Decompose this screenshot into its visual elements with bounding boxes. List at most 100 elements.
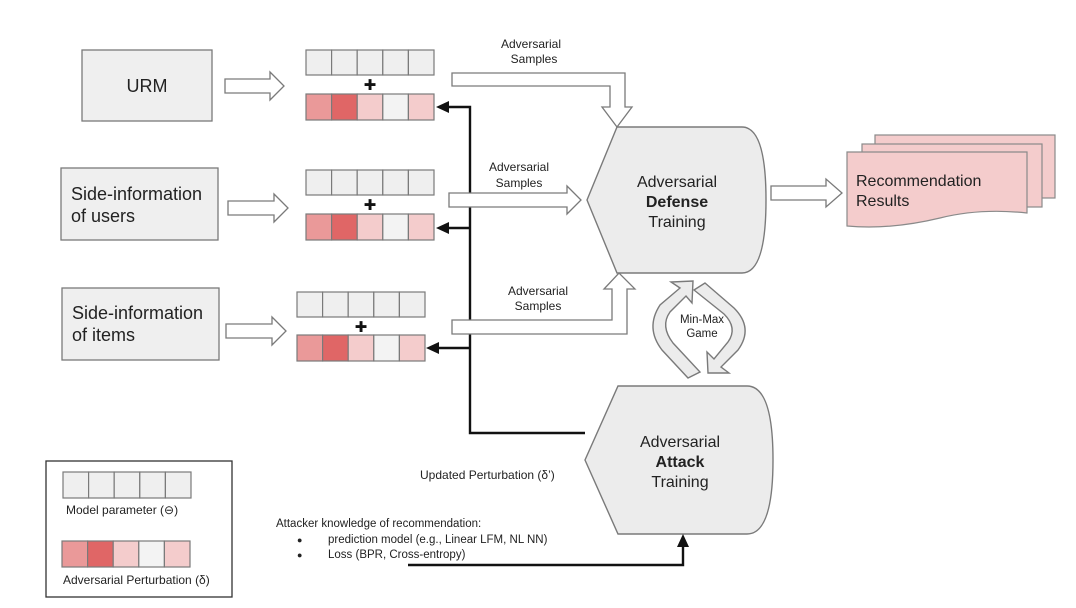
attacker-knowledge-item: Loss (BPR, Cross-entropy) xyxy=(328,549,466,561)
samples-label-bottom: Adversarial Samples xyxy=(508,284,568,313)
users-perturbation-vector xyxy=(305,213,435,241)
urm-perturbation-vector-cell xyxy=(305,93,333,121)
urm-perturbation-vector-cell xyxy=(331,93,358,121)
svg-text:Adversarial: Adversarial xyxy=(508,284,568,298)
items-model-parameter-vector-cell xyxy=(322,291,349,318)
svg-text:Recommendation: Recommendation xyxy=(856,173,981,190)
urm-model-parameter-vector-cell xyxy=(305,49,333,76)
legend-model-parameter-vector-cell xyxy=(139,471,167,499)
recommendation-results: Recommendation Results xyxy=(846,134,1056,228)
plus-icon: ✚ xyxy=(364,197,377,214)
urm-model-parameter-vector xyxy=(305,49,435,76)
urm-model-parameter-vector-cell xyxy=(407,49,435,76)
bullet-icon: ● xyxy=(297,535,302,545)
urm-perturbation-vector-cell xyxy=(356,93,384,121)
attacker-knowledge: Attacker knowledge of recommendation: ● … xyxy=(276,518,689,567)
users-perturbation-vector-cell xyxy=(356,213,384,241)
items-perturbation-vector-cell xyxy=(347,334,375,362)
cycle-arrow-up-icon xyxy=(652,280,702,379)
items-model-parameter-vector-cell xyxy=(373,291,400,318)
svg-text:Training: Training xyxy=(648,214,705,231)
svg-text:Adversarial: Adversarial xyxy=(637,174,717,191)
side-info-items-box: Side-information of items xyxy=(61,287,220,361)
items-perturbation-vector-cell xyxy=(322,334,349,362)
svg-text:Results: Results xyxy=(856,193,909,210)
side-info-items-line2: of items xyxy=(72,325,135,345)
legend-perturbation-vector-cell xyxy=(138,540,166,568)
side-info-users-line2: of users xyxy=(71,206,135,226)
items-model-parameter-vector-cell xyxy=(296,291,324,318)
plus-icon: ✚ xyxy=(364,77,377,94)
urm-perturbation-vector-cell xyxy=(407,93,435,121)
defense-to-results-arrow xyxy=(770,177,843,209)
svg-text:Defense: Defense xyxy=(646,194,708,211)
legend-model-parameter-vector-cell xyxy=(113,471,141,499)
defense-training-node: Adversarial Defense Training xyxy=(586,126,767,274)
arrowhead-icon xyxy=(436,222,449,234)
svg-text:Training: Training xyxy=(651,474,708,491)
urm-box: URM xyxy=(81,49,213,122)
users-perturbation-vector-cell xyxy=(407,213,435,241)
users-model-parameter-vector-cell xyxy=(331,169,358,196)
samples-label-middle: Adversarial Samples xyxy=(489,160,549,190)
legend: Model parameter (⊖) Adversarial Perturba… xyxy=(45,460,233,598)
samples-arrow-bottom xyxy=(451,272,637,335)
svg-text:Adversarial: Adversarial xyxy=(640,434,720,451)
min-max-label-line1: Min-Max xyxy=(680,314,724,326)
side-info-users-box: Side-information of users xyxy=(60,167,219,241)
arrowhead-icon xyxy=(426,342,439,354)
vector-groups: ✚ ✚ ✚ xyxy=(296,49,435,362)
svg-text:Adversarial: Adversarial xyxy=(501,37,561,51)
samples-arrow-top xyxy=(451,72,634,129)
legend-model-parameter-label: Model parameter (⊖) xyxy=(66,503,178,517)
items-perturbation-vector xyxy=(296,334,426,362)
users-model-parameter-vector xyxy=(305,169,435,196)
legend-model-parameter-vector-cell xyxy=(164,471,192,499)
svg-text:Samples: Samples xyxy=(511,52,558,66)
attacker-knowledge-title: Attacker knowledge of recommendation: xyxy=(276,518,481,530)
legend-model-parameter-vector-cell xyxy=(87,471,115,499)
urm-model-parameter-vector-cell xyxy=(382,49,409,76)
urm-to-vector-arrow xyxy=(224,70,285,102)
urm-model-parameter-vector-cell xyxy=(356,49,384,76)
users-model-parameter-vector-cell xyxy=(382,169,409,196)
attack-training-node: Adversarial Attack Training xyxy=(584,385,774,535)
min-max-cycle: Min-Max Game xyxy=(652,280,746,379)
samples-arrow-middle xyxy=(448,184,582,216)
arrowhead-icon xyxy=(677,534,689,547)
users-perturbation-vector-cell xyxy=(382,213,409,241)
items-model-parameter-vector-cell xyxy=(347,291,375,318)
legend-model-parameter-vector xyxy=(62,471,192,499)
urm-model-parameter-vector-cell xyxy=(331,49,358,76)
side-info-users-line1: Side-information xyxy=(71,184,202,204)
svg-text:Adversarial: Adversarial xyxy=(489,160,549,174)
cycle-arrow-down-icon xyxy=(692,282,746,374)
users-perturbation-vector-cell xyxy=(331,213,358,241)
min-max-label-line2: Game xyxy=(686,328,717,340)
users-perturbation-vector-cell xyxy=(305,213,333,241)
plus-icon: ✚ xyxy=(355,319,368,336)
bullet-icon: ● xyxy=(297,550,302,560)
items-perturbation-vector-cell xyxy=(296,334,324,362)
users-model-parameter-vector-cell xyxy=(407,169,435,196)
legend-perturbation-vector-cell xyxy=(61,540,89,568)
perturbation-feedback-line xyxy=(426,101,585,435)
legend-perturbation-label: Adversarial Perturbation (δ) xyxy=(63,573,210,587)
samples-label-top: Adversarial Samples xyxy=(501,37,561,66)
items-to-vector-arrow xyxy=(225,315,287,347)
legend-perturbation-vector-cell xyxy=(86,540,114,568)
side-info-items-line1: Side-information xyxy=(72,303,203,323)
legend-perturbation-vector xyxy=(61,540,191,568)
urm-perturbation-vector xyxy=(305,93,435,121)
items-perturbation-vector-cell xyxy=(398,334,426,362)
svg-text:Attack: Attack xyxy=(656,454,705,471)
items-model-parameter-vector xyxy=(296,291,426,318)
arrowhead-icon xyxy=(436,101,449,113)
items-perturbation-vector-cell xyxy=(373,334,400,362)
svg-text:Samples: Samples xyxy=(515,299,562,313)
items-model-parameter-vector-cell xyxy=(398,291,426,318)
urm-perturbation-vector-cell xyxy=(382,93,409,121)
legend-perturbation-vector-cell xyxy=(112,540,140,568)
attacker-knowledge-item: prediction model (e.g., Linear LFM, NL N… xyxy=(328,534,548,546)
